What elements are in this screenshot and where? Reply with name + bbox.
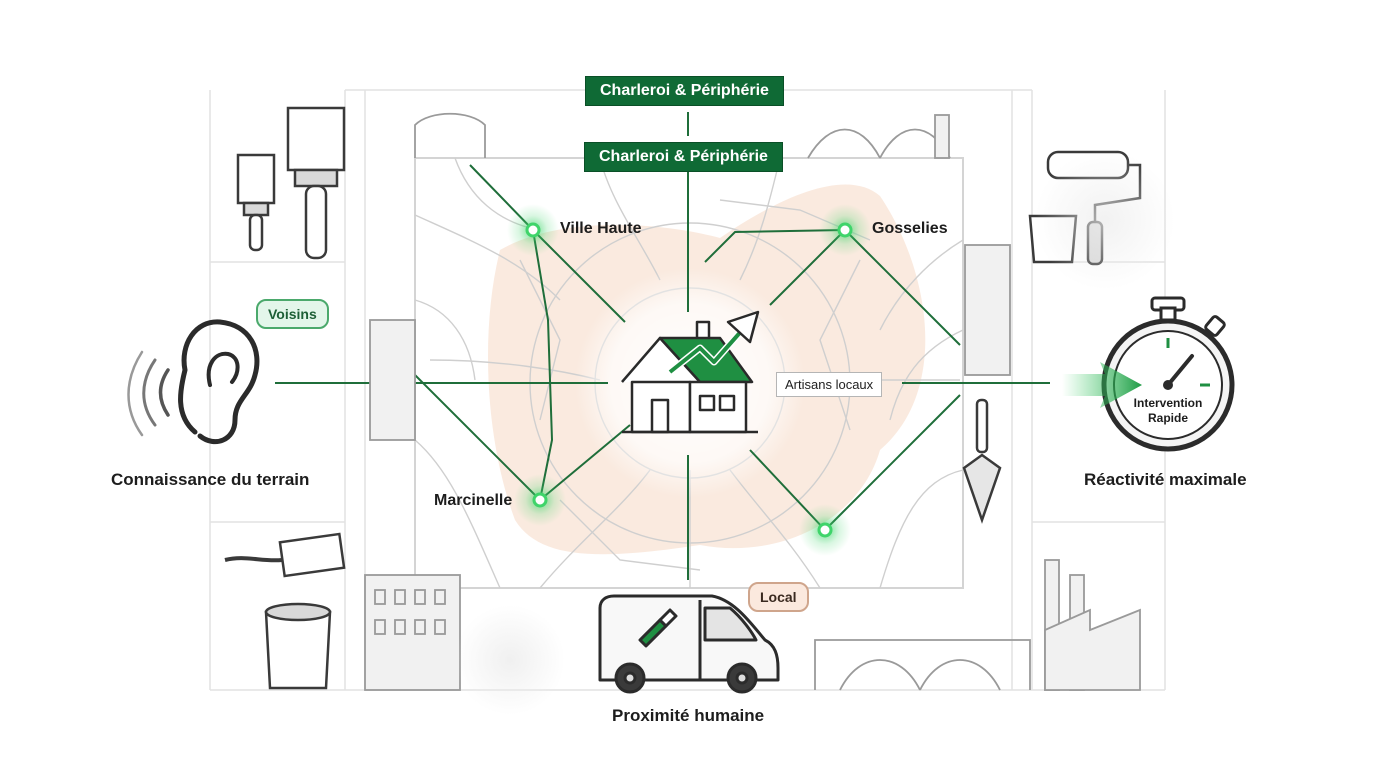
van-icon <box>598 594 780 694</box>
soft-blob-right <box>1035 150 1175 290</box>
paintbrush-icon <box>236 106 346 260</box>
trowel-icon <box>962 398 1002 524</box>
stopwatch-text-line1: Intervention <box>1133 396 1203 410</box>
region-tag-top: Charleroi & Périphérie <box>585 76 784 106</box>
soft-blob-bottom <box>455 605 565 715</box>
district-label-ville-haute: Ville Haute <box>560 220 642 237</box>
house-growth-icon <box>621 310 760 434</box>
caption-proximite-humaine: Proximité humaine <box>612 706 765 725</box>
voisins-speech-bubble: Voisins <box>256 299 329 329</box>
speed-arrow-icon <box>1062 362 1142 408</box>
paint-bucket-icon <box>224 532 346 690</box>
ear-icon <box>127 319 260 444</box>
caption-reactivite-maximale: Réactivité maximale <box>1084 470 1247 489</box>
region-tag-main: Charleroi & Périphérie <box>584 142 783 172</box>
node-gosselies <box>819 204 871 256</box>
artisans-locaux-label: Artisans locaux <box>776 372 883 397</box>
district-label-marcinelle: Marcinelle <box>434 492 513 509</box>
node-southeast <box>799 504 851 556</box>
city-sketch <box>364 112 1141 691</box>
caption-connaissance-terrain: Connaissance du terrain <box>111 470 310 489</box>
stopwatch-icon <box>1101 296 1235 452</box>
node-ville-haute <box>507 204 559 256</box>
node-marcinelle <box>514 474 566 526</box>
stopwatch-text-line2: Rapide <box>1147 411 1188 425</box>
local-speech-bubble: Local <box>748 582 809 612</box>
district-label-gosselies: Gosselies <box>872 220 948 237</box>
